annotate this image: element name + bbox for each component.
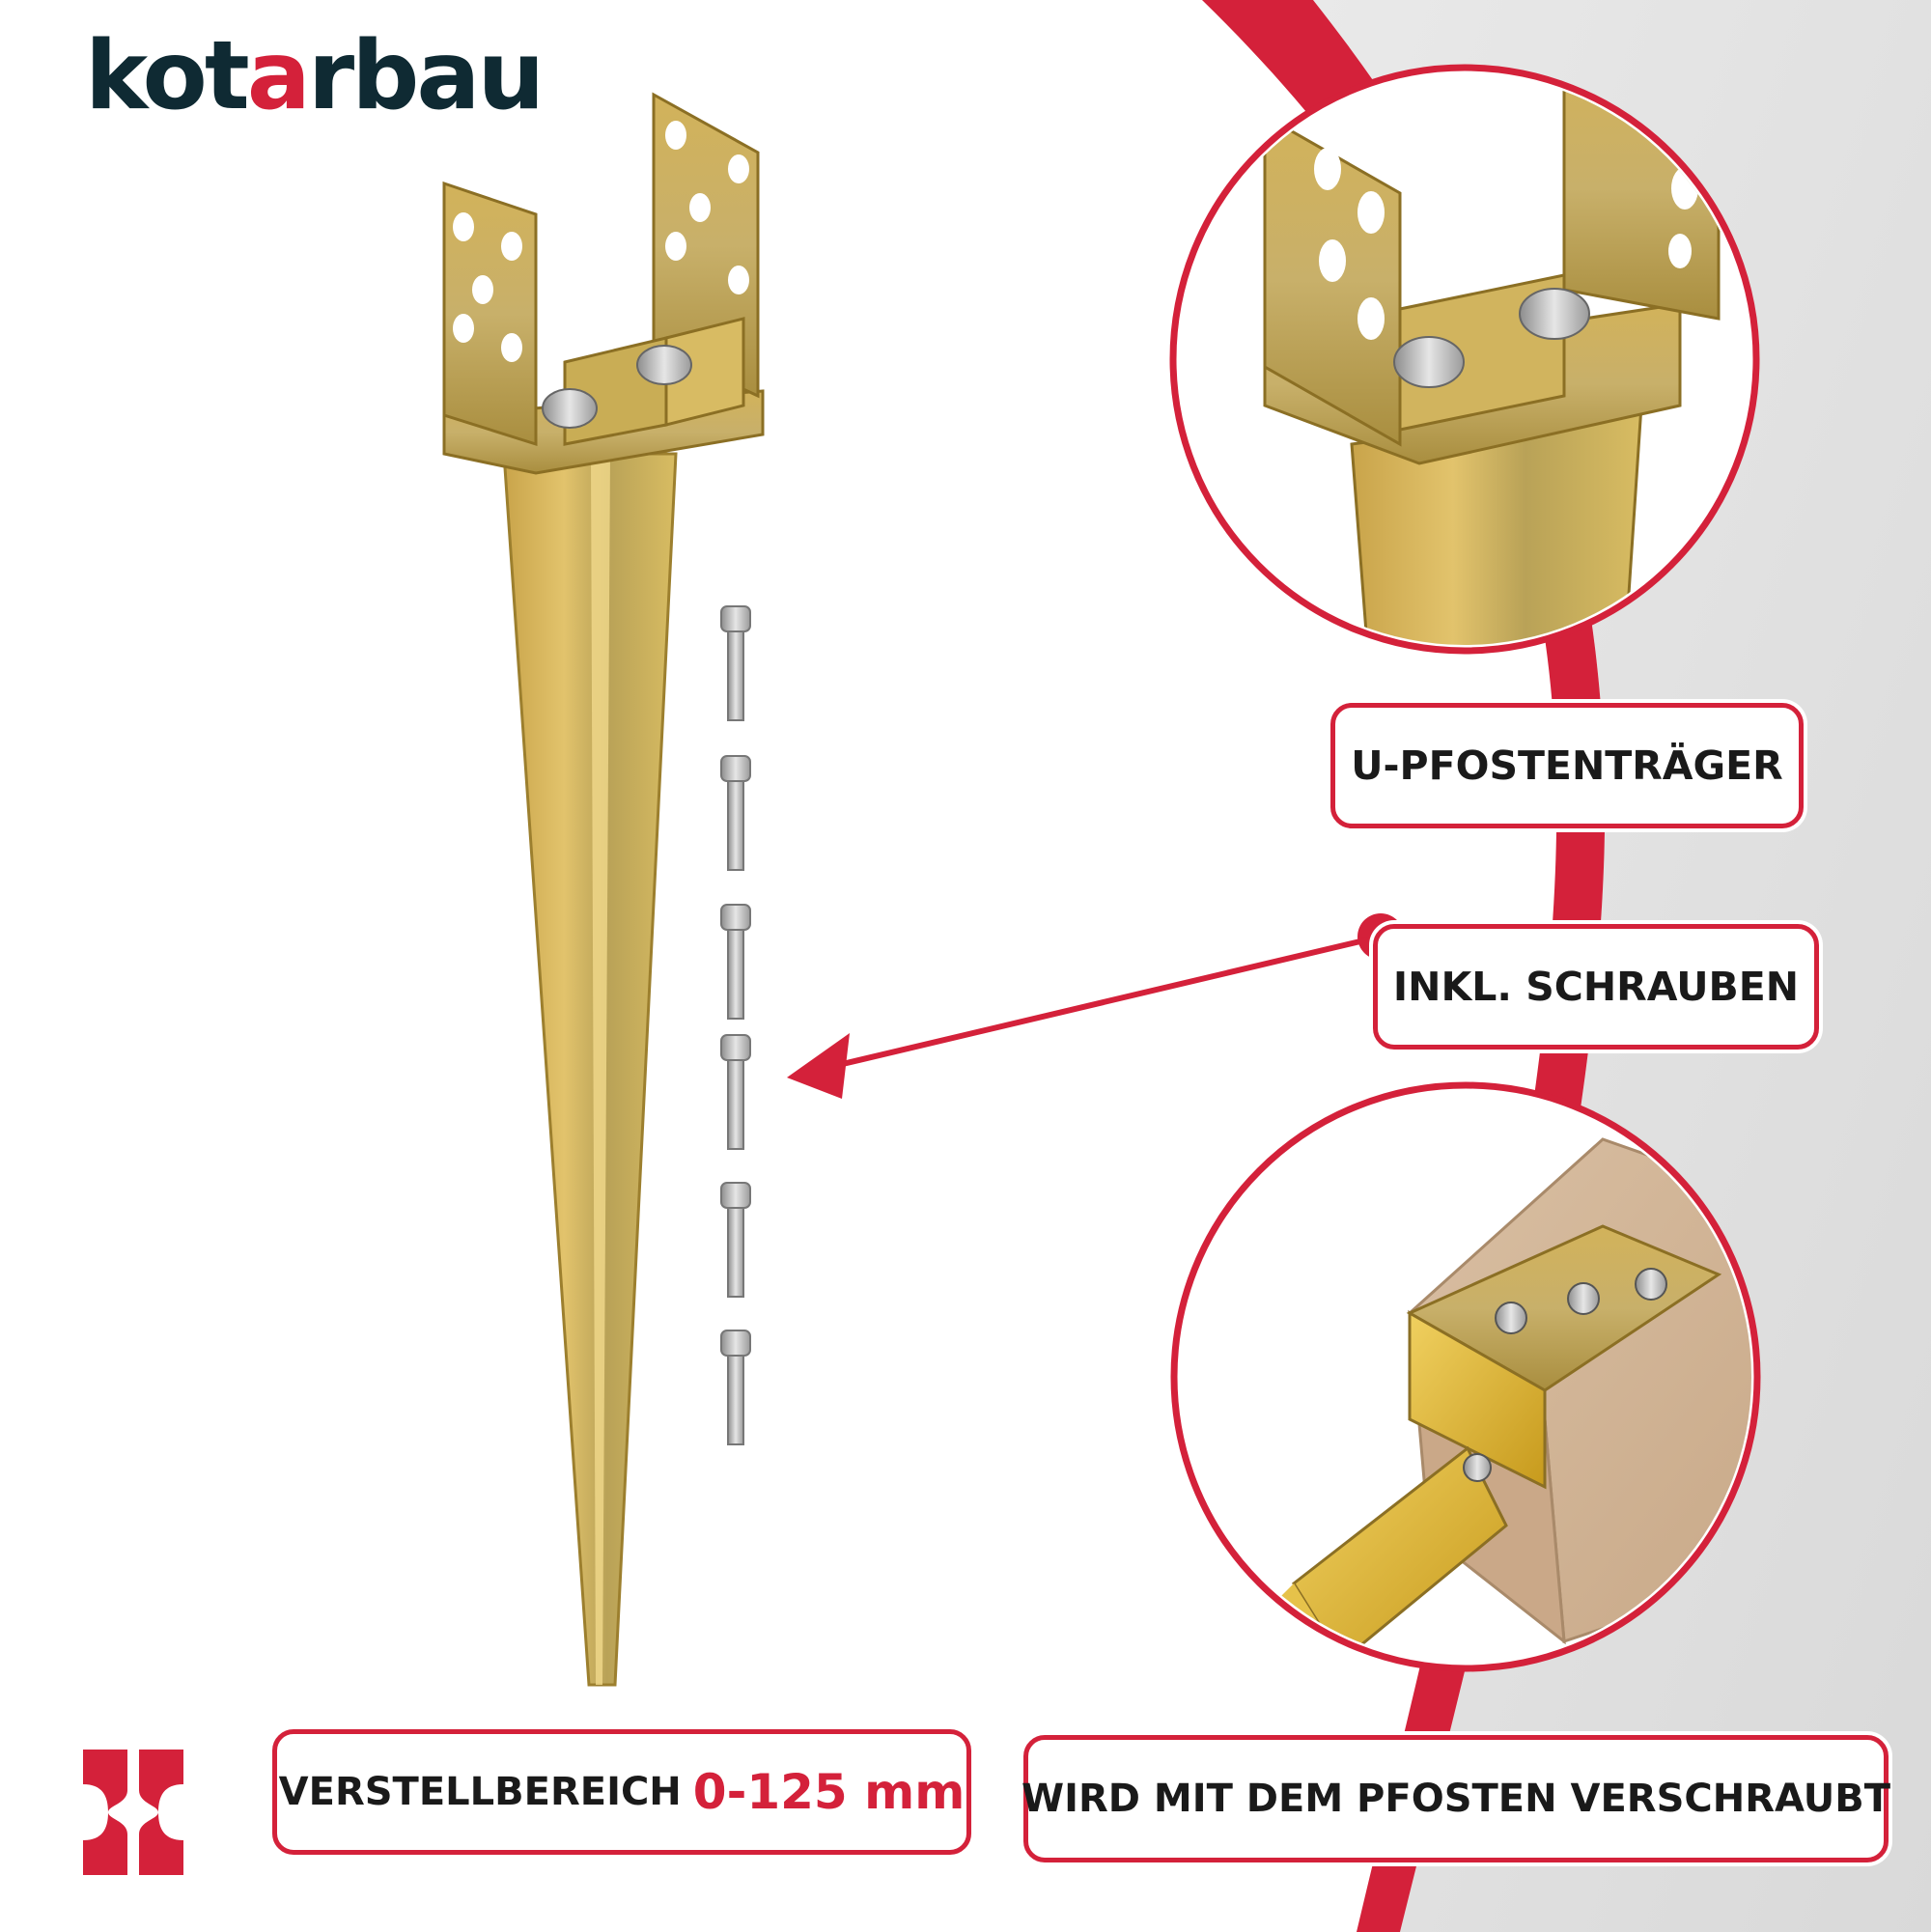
ground-spike-illustration [442,92,765,1687]
screws-pointer-arrow [787,913,1404,1099]
logo-text-pre: kot [85,21,250,131]
logo-text-accent: a [246,21,311,131]
label-bolted-to-post: WIRD MIT DEM PFOSTEN VERSCHRAUBT [1021,1735,1891,1862]
label-u-bracket-text: U-PFOSTENTRÄGER [1351,742,1783,789]
zoom-circle-u-bracket [1169,64,1760,655]
logo-text-post: rbau [307,21,545,131]
label-adjustment-range: VERSTELLBEREICH 0-125 mm [272,1729,971,1855]
label-range-value: 0-125 mm [692,1764,966,1820]
label-range-text: VERSTELLBEREICH [278,1770,682,1814]
label-bolted-text: WIRD MIT DEM PFOSTEN VERSCHRAUBT [1021,1777,1891,1821]
screws-column [720,605,751,1445]
brand-logo: kotarbau [85,29,545,124]
kotarbau-mark-icon [83,1750,183,1875]
label-u-bracket: U-PFOSTENTRÄGER [1330,703,1804,828]
label-screws-text: INKL. SCHRAUBEN [1392,964,1800,1010]
label-screws-included: INKL. SCHRAUBEN [1373,924,1819,1050]
zoom-circle-bolted-post [1170,1081,1761,1672]
